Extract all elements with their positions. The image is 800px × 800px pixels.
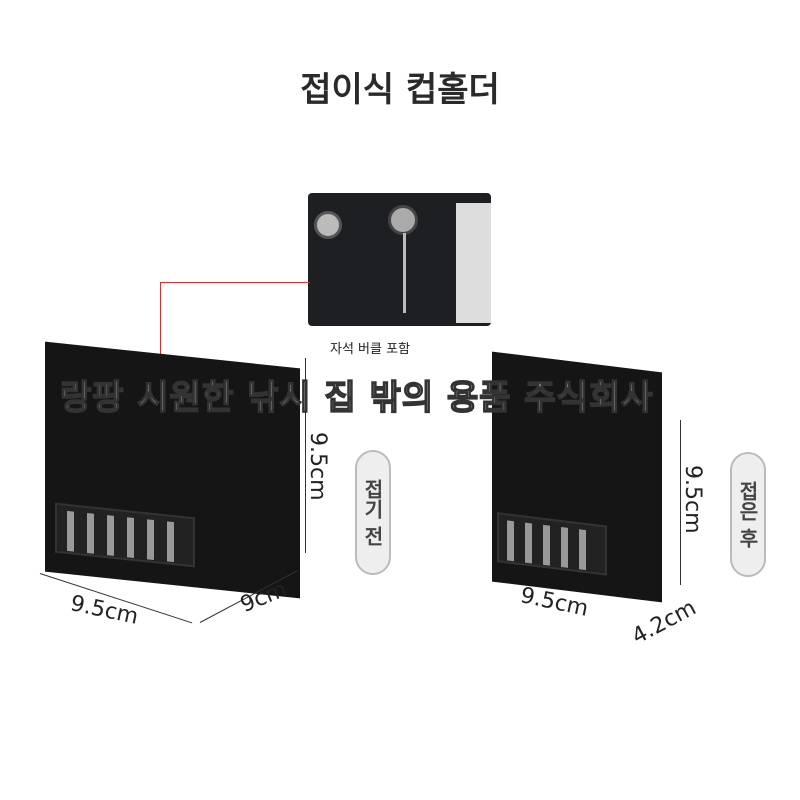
magnet-slot-panel <box>55 502 195 568</box>
right-depth-label: 4.2cm <box>628 595 701 650</box>
after-folding-badge: 접은 후 <box>730 452 766 577</box>
height-arrow <box>680 420 681 585</box>
magnet-buckle-closeup <box>308 193 491 326</box>
fishing-hook-icon <box>403 233 406 313</box>
pointer-line <box>160 282 161 362</box>
before-folding-badge: 접기 전 <box>355 450 391 575</box>
magnet-slot-panel <box>497 512 607 576</box>
left-height-label: 9.5cm <box>305 432 330 501</box>
magnet-icon <box>388 205 418 235</box>
magnet-icon <box>314 211 342 239</box>
buckle-edge <box>456 203 491 323</box>
watermark: 랑팡 시원한 낚시 집 밖의 용품 주식회사 <box>59 377 654 419</box>
product-title: 접이식 컵홀더 <box>300 70 500 110</box>
left-width-label: 9.5cm <box>68 591 141 630</box>
inset-caption: 자석 버클 포함 <box>330 342 411 357</box>
right-height-label: 9.5cm <box>680 465 705 534</box>
height-arrow <box>305 358 306 553</box>
pointer-line <box>160 282 310 283</box>
